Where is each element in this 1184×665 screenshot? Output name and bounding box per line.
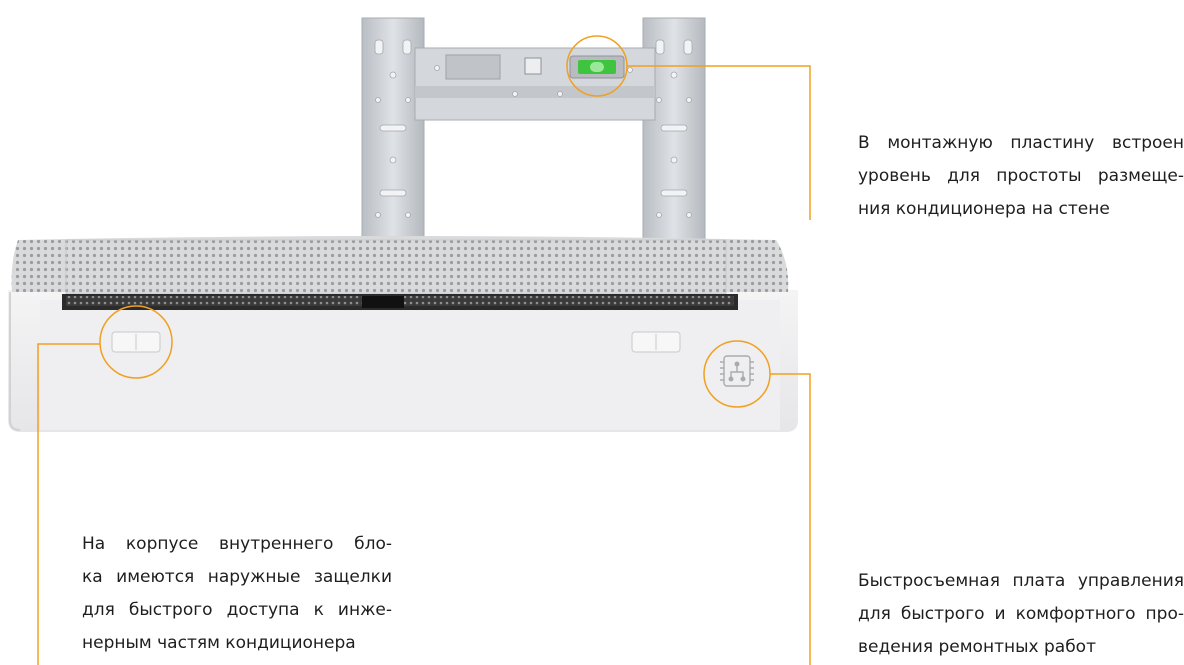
text-line: ка имеются наружные защелки: [82, 567, 392, 587]
latch-leader: [37, 343, 100, 665]
text-line: для быстрого и комфортного про-: [858, 604, 1184, 624]
text-line: Быстросъемная плата управления: [858, 571, 1184, 591]
latch-icon: [111, 331, 681, 353]
latch-highlight: [99, 305, 173, 379]
latches-description: На корпусе внутреннего бло- ка имеются н…: [82, 528, 392, 660]
mounting-plate: [361, 17, 706, 241]
board-description: Быстросъемная плата управления для быстр…: [858, 565, 1184, 664]
callout-leaders: [37, 35, 811, 665]
text-line: На корпусе внутреннего бло-: [82, 534, 392, 554]
level-description: В монтажную пластину встроен уровень для…: [858, 127, 1184, 226]
text-line: нерным частям кондиционера: [82, 633, 356, 653]
level-leader: [627, 65, 811, 220]
board-leader: [770, 373, 811, 665]
text-line: ния кондиционера на стене: [858, 199, 1110, 219]
spirit-level-icon: [569, 55, 625, 79]
text-line: уровень для простоты размеще-: [858, 166, 1184, 186]
text-line: ведения ремонтных работ: [858, 637, 1096, 657]
indoor-unit: [8, 236, 798, 432]
text-line: В монтажную пластину встроен: [858, 133, 1184, 153]
text-line: для быстрого доступа к инже-: [82, 600, 392, 620]
circuit-board-icon: [720, 355, 754, 387]
